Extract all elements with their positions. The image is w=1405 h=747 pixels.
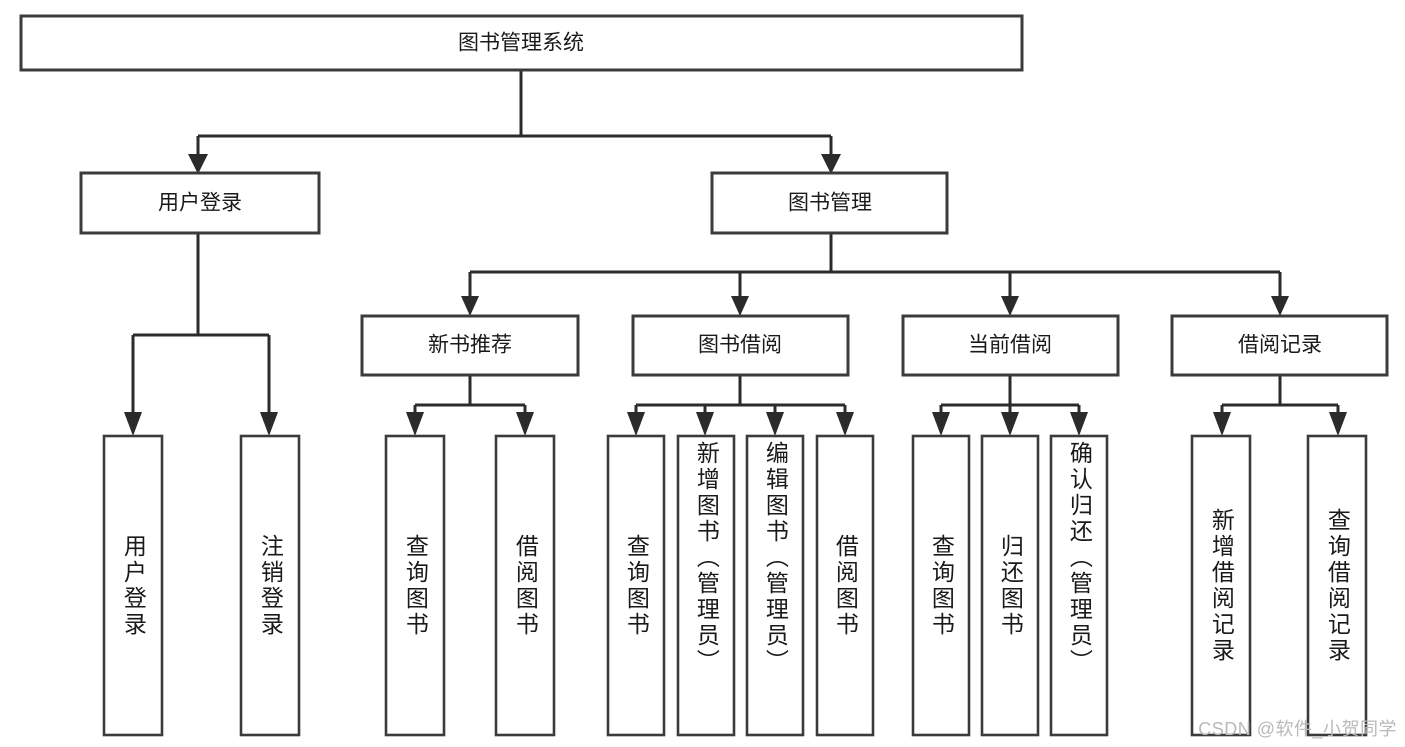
node-leaf-logout-box[interactable] (239, 434, 301, 737)
arrow-bookborrow-leaf-2 (696, 412, 714, 436)
arrow-bookmgmt-child-2 (731, 296, 749, 316)
node-user-login-box[interactable] (79, 171, 321, 235)
node-leaf-borrow-book-bb-box[interactable] (815, 434, 875, 737)
node-book-borrow-box[interactable] (631, 314, 850, 377)
node-leaf-query-book-nb-box[interactable] (384, 434, 446, 737)
node-new-book-recommend-label: 新书推荐 (428, 334, 512, 357)
arrow-bookmgmt-child-3 (1001, 296, 1019, 316)
arrow-currentborrow-leaf-3 (1070, 412, 1088, 436)
node-root-box[interactable] (19, 14, 1024, 72)
node-current-borrow-label: 当前借阅 (968, 334, 1052, 357)
arrow-currentborrow-leaf-2 (1001, 412, 1019, 436)
node-leaf-user-login-box[interactable] (102, 434, 164, 737)
node-borrow-record-label: 借阅记录 (1238, 334, 1322, 357)
arrow-root-to-bookmgmt (821, 154, 841, 174)
node-leaf-query-book-cb-box[interactable] (911, 434, 971, 737)
node-book-borrow-label: 图书借阅 (698, 334, 782, 357)
arrow-bookborrow-leaf-4 (836, 412, 854, 436)
node-borrow-record-box[interactable] (1170, 314, 1389, 377)
arrow-bookmgmt-child-4 (1271, 296, 1289, 316)
node-leaf-add-book-box[interactable] (676, 434, 736, 737)
arrow-userlogin-leaf-1 (124, 412, 142, 436)
watermark-text: CSDN @软件_小贺同学 (1198, 719, 1397, 739)
arrow-userlogin-leaf-2 (260, 412, 278, 436)
node-book-management-label: 图书管理 (788, 192, 872, 215)
node-leaf-confirm-return-box[interactable] (1049, 434, 1109, 737)
arrow-newbook-leaf-1 (406, 412, 424, 436)
arrow-root-to-userlogin (188, 154, 208, 174)
nodes-group: 图书管理系统 用户登录 图书管理 新书推荐 图书借阅 当前借阅 借阅记录 (19, 14, 1389, 737)
node-leaf-return-book-box[interactable] (980, 434, 1040, 737)
arrow-newbook-leaf-2 (516, 412, 534, 436)
node-root-label: 图书管理系统 (458, 32, 584, 55)
node-leaf-borrow-book-nb-box[interactable] (494, 434, 556, 737)
arrow-bookborrow-leaf-1 (627, 412, 645, 436)
node-leaf-query-record-box (1306, 434, 1368, 737)
node-leaf-add-record-box[interactable] (1190, 434, 1252, 737)
node-leaf-query-book-bb-box[interactable] (606, 434, 666, 737)
node-book-management-box[interactable] (710, 171, 949, 235)
node-user-login-label: 用户登录 (158, 192, 242, 215)
node-current-borrow-box[interactable] (901, 314, 1120, 377)
arrow-bookborrow-leaf-3 (766, 412, 784, 436)
arrow-borrowrecord-leaf-1 (1213, 412, 1231, 436)
arrow-currentborrow-leaf-1 (932, 412, 950, 436)
connectors-group (124, 70, 1347, 436)
arrow-borrowrecord-leaf-2 (1329, 412, 1347, 436)
node-new-book-recommend-box[interactable] (360, 314, 580, 377)
node-leaf-edit-book-box[interactable] (745, 434, 805, 737)
arrow-bookmgmt-child-1 (461, 296, 479, 316)
